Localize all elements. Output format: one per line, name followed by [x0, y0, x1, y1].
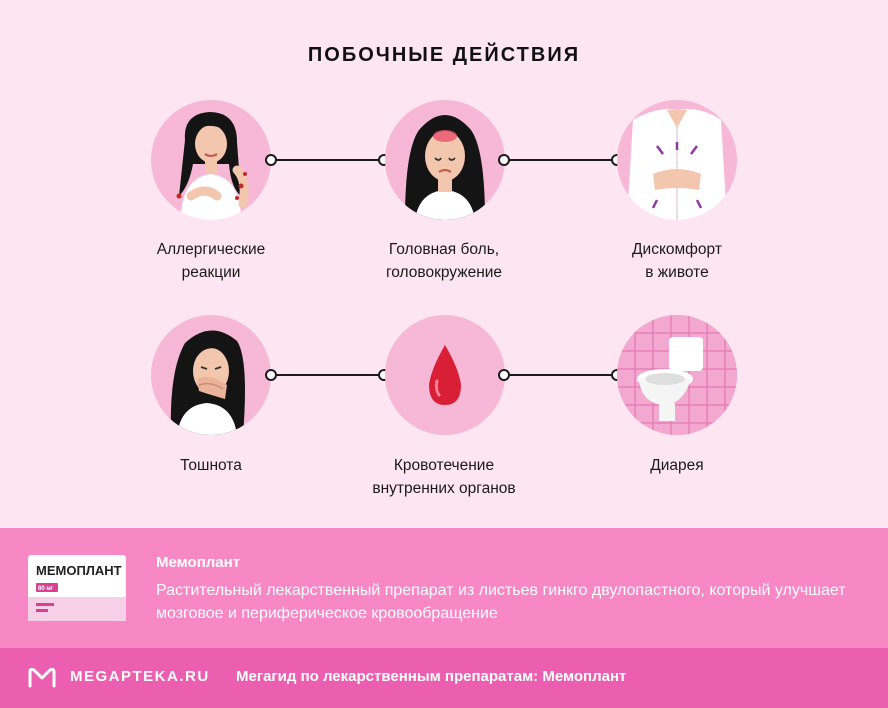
product-pack-image: МЕМОПЛАНТ 80 мг [26, 553, 128, 623]
nausea-woman-icon [151, 315, 271, 435]
connector-line [504, 159, 617, 161]
connector-dot [265, 154, 277, 166]
brand-name[interactable]: MEGAPTEKA.RU [70, 668, 210, 685]
connector-dot [498, 154, 510, 166]
effect-label-diarrhea: Диарея [650, 457, 704, 474]
connector-line [271, 159, 384, 161]
headache-woman-icon [385, 100, 505, 220]
page-title: ПОБОЧНЫЕ ДЕЙСТВИЯ [307, 44, 581, 66]
megapteka-logo-icon [28, 667, 56, 688]
connector-dot [498, 369, 510, 381]
footer: MEGAPTEKA.RU Мегагид по лекарственным пр… [0, 648, 888, 708]
product-name: Мемоплант [156, 554, 241, 571]
footer-tagline: Мегагид по лекарственным препаратам: Мем… [236, 668, 627, 685]
svg-text:МЕМОПЛАНТ: МЕМОПЛАНТ [36, 563, 122, 578]
effect-label-headache: Головная боль,головокружение [385, 241, 503, 281]
stomach-pain-icon [617, 100, 737, 220]
effect-label-nausea: Тошнота [180, 457, 242, 474]
product-description: Растительный лекарственный препарат из л… [156, 582, 846, 622]
blood-drop-icon [385, 315, 505, 435]
connector-line [504, 374, 617, 376]
svg-text:80 мг: 80 мг [38, 586, 54, 592]
connector-dot [265, 369, 277, 381]
product-promo: МЕМОПЛАНТ 80 мг Мемоплант Растительный л… [0, 528, 888, 648]
infographic: ПОБОЧНЫЕ ДЕЙСТВИЯ [151, 44, 737, 497]
allergy-woman-icon [151, 100, 271, 220]
connector-line [271, 374, 384, 376]
toilet-icon [617, 315, 737, 435]
